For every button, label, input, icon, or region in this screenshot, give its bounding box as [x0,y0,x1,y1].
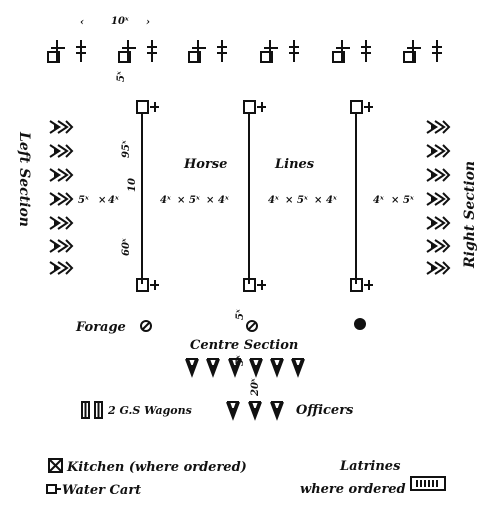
lines-label: Lines [274,157,315,172]
tent-left-7 [49,261,74,275]
left-dim-2: 4ˣ [108,195,119,206]
times-glyph: × [285,195,293,206]
centre-gap-label-upper: 5ˣ [235,309,246,320]
times-glyph: × [177,195,185,206]
arrow-right-glyph: › [146,17,150,28]
right-forage-dot [354,318,366,330]
legend-latrines-where-label: where ordered [300,482,406,497]
tent-left-6 [49,239,74,253]
wagons-icon [81,401,103,419]
tent-officer-2 [248,401,262,421]
dimension-row: 5ˣ × 4ˣ 4ˣ × 5ˣ × 4ˣ 4ˣ × 5ˣ × 4ˣ 4ˣ × 5… [78,195,414,206]
latrine-icon [410,476,446,491]
tent-right-7 [426,261,451,275]
top-pair-1 [47,40,86,63]
top-pair-4 [260,40,299,63]
water-cart-icon [46,484,61,494]
top-spacing-label: 10ˣ [111,16,129,27]
centre-right-dim-2: 5ˣ [297,195,308,206]
line-length-lower-label: 60ˣ [121,238,132,256]
legend-water-cart-label: Water Cart [62,483,141,498]
tent-right-4 [426,192,451,206]
times-glyph: × [206,195,214,206]
officers-tents [226,401,284,421]
line-length-upper-label: 95ˣ [121,140,132,158]
legend: Kitchen (where ordered) Water Cart Latri… [46,458,446,498]
centre-left-dim-3: 4ˣ [218,195,229,206]
officers-label: Officers [296,403,354,418]
top-pair-6 [403,40,442,63]
tent-centre-3 [228,358,242,378]
picket-line-right [350,100,373,292]
tent-centre-5 [270,358,284,378]
tent-centre-2 [206,358,220,378]
legend-kitchen-label: Kitchen (where ordered) [66,460,247,475]
right-dim-2: 5ˣ [403,195,414,206]
centre-left-dim-2: 5ˣ [189,195,200,206]
right-section-tents [426,120,451,275]
arrow-left-glyph: ‹ [80,17,84,28]
tent-left-3 [49,168,74,182]
left-dim-1: 5ˣ [78,195,89,206]
picket-line-centre [243,100,266,292]
right-dim-1: 4ˣ [373,195,384,206]
forage-label: Forage [75,320,126,335]
tent-left-2 [49,144,74,158]
forage-stack-icon [140,320,152,332]
tent-left-5 [49,216,74,230]
tent-right-3 [426,168,451,182]
centre-right-dim-3: 4ˣ [326,195,337,206]
left-section-label: Left Section [16,131,32,227]
centre-right-dim-1: 4ˣ [268,195,279,206]
centre-left-dim-1: 4ˣ [160,195,171,206]
wagon-gap-label: 20ˣ [250,378,261,397]
picket-line-left [136,100,159,292]
tent-officer-3 [270,401,284,421]
centre-forage-stack-icon [246,320,258,332]
right-section-label: Right Section [462,161,478,269]
tent-centre-4 [249,358,263,378]
times-glyph: × [314,195,322,206]
times-glyph: × [98,195,106,206]
tent-officer-1 [226,401,240,421]
tent-right-1 [426,120,451,134]
top-pair-3 [188,40,227,63]
tent-centre-6 [291,358,305,378]
top-row [47,40,442,63]
tent-centre-1 [185,358,199,378]
tent-left-4 [49,192,74,206]
line-length-mid-label: 10 [127,178,138,192]
wagons-label: 2 G.S Wagons [107,404,192,417]
centre-section-label: Centre Section [190,338,298,353]
legend-latrines-label: Latrines [339,459,401,474]
tent-right-6 [426,239,451,253]
tent-right-5 [426,216,451,230]
horse-lines [136,100,373,292]
centre-section-tents [185,358,305,378]
times-glyph: × [391,195,399,206]
horse-label: Horse [183,157,227,172]
left-section-tents [49,120,74,275]
tent-right-2 [426,144,451,158]
top-pair-2 [118,40,157,63]
tent-gap-label: 5ˣ [116,71,127,82]
tent-left-1 [49,120,74,134]
kitchen-icon [48,458,63,473]
top-pair-5 [332,40,371,63]
